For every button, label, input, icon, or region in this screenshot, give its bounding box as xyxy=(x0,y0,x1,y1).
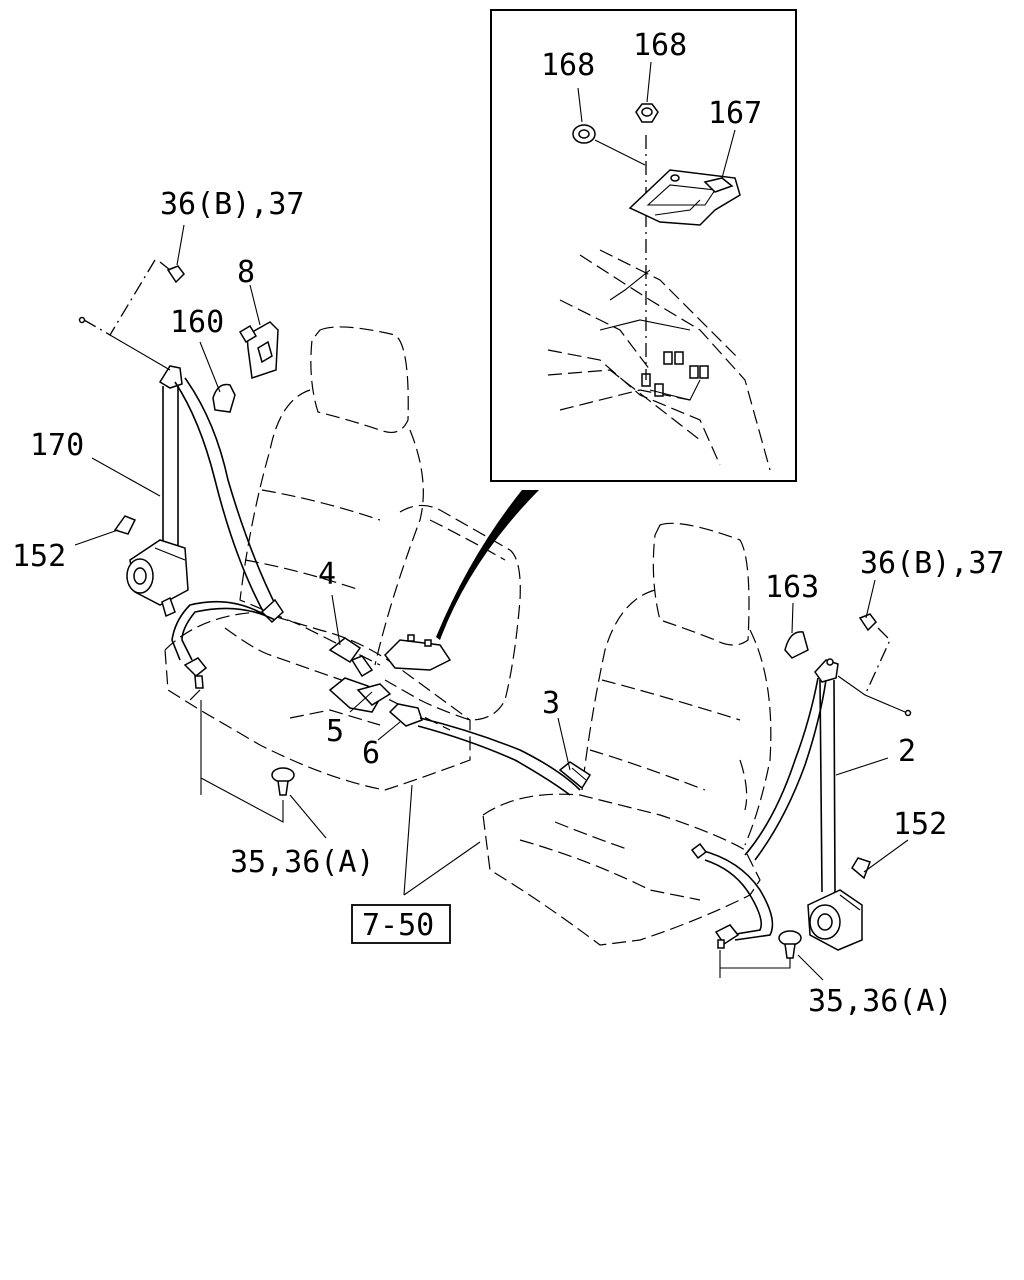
ref-box-7-50 xyxy=(351,904,451,944)
right-cushion xyxy=(482,793,761,946)
label-170: 170 xyxy=(30,428,84,463)
label-160: 160 xyxy=(170,305,224,340)
label-36b-37-right: 36(B),37 xyxy=(860,546,1005,581)
label-152-right: 152 xyxy=(893,807,947,842)
belt-guide-160 xyxy=(212,383,236,413)
cover-152-left xyxy=(113,515,137,535)
inset-label-167: 167 xyxy=(708,96,762,131)
nut-168-left xyxy=(572,124,596,144)
label-36b-37-left: 36(B),37 xyxy=(160,187,305,222)
right-headrest xyxy=(652,522,750,646)
center-anchor xyxy=(384,634,452,671)
push-rivet-left xyxy=(271,767,295,796)
inset-frame xyxy=(490,9,797,482)
label-7-50: 7-50 xyxy=(362,908,434,943)
left-cushion xyxy=(164,611,471,791)
right-seat-belt-2 xyxy=(690,579,912,981)
label-2: 2 xyxy=(898,734,916,769)
right-seat xyxy=(482,522,772,946)
label-35-36a-left: 35,36(A) xyxy=(230,845,375,880)
label-163: 163 xyxy=(765,570,819,605)
label-8: 8 xyxy=(237,255,255,290)
buckle-5 xyxy=(328,677,392,713)
label-6: 6 xyxy=(362,736,380,771)
bracket-167 xyxy=(628,169,741,226)
cover-152-right xyxy=(851,857,871,880)
left-retractor xyxy=(126,539,189,618)
label-5: 5 xyxy=(326,714,344,749)
left-seat-belt-170 xyxy=(74,224,284,689)
left-seat xyxy=(164,326,581,796)
label-3: 3 xyxy=(542,686,560,721)
left-backrest xyxy=(239,389,381,666)
inset-floor-bolts xyxy=(641,351,709,401)
buckle-3 xyxy=(558,761,592,790)
right-backrest xyxy=(581,589,656,791)
left-headrest xyxy=(310,326,409,433)
clip-36b-37-right xyxy=(858,613,877,632)
inset-detail: 168 168 167 xyxy=(490,9,797,482)
label-152-left: 152 xyxy=(12,539,66,574)
inset-label-168-right: 168 xyxy=(633,28,687,63)
right-retractor xyxy=(807,889,863,951)
belt-guide-163 xyxy=(784,631,809,659)
label-35-36a-right: 35,36(A) xyxy=(808,984,953,1019)
push-rivet-right xyxy=(778,930,802,959)
buckle-tongue-6 xyxy=(388,703,581,796)
clip-36b-37-left xyxy=(166,265,185,284)
inset-floor-contour xyxy=(579,254,771,471)
left-center-backrest xyxy=(384,504,521,721)
inset-pointer-wedge xyxy=(436,490,539,640)
inset-label-168-left: 168 xyxy=(541,48,595,83)
buckle-tongue-4 xyxy=(328,637,374,678)
nut-168-right xyxy=(635,103,659,123)
label-4: 4 xyxy=(318,557,336,592)
retainer-8 xyxy=(238,321,279,379)
